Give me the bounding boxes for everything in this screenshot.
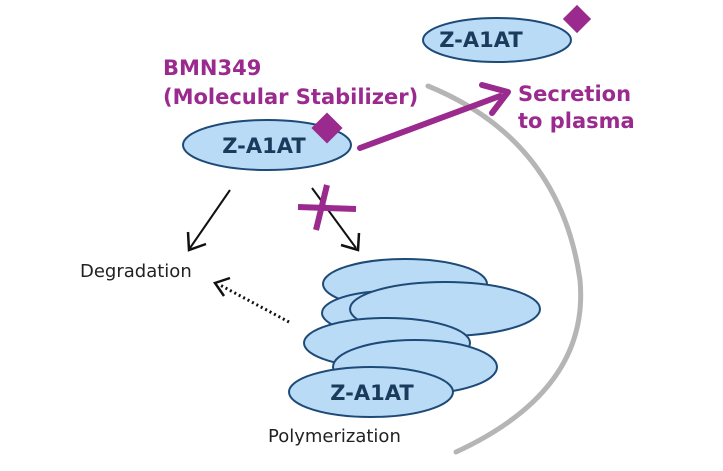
polymer-stack: Z-A1AT	[288, 258, 541, 418]
blocked-polymerization-arrow	[311, 187, 361, 252]
stabilized-molecule: Z-A1AT	[182, 112, 352, 171]
stabilizer-diamond	[562, 4, 592, 34]
cell-membrane-arc	[425, 83, 584, 455]
polymer-molecule-label: Z-A1AT	[330, 381, 414, 405]
degradation-arrow	[186, 189, 231, 252]
degradation-label: Degradation	[80, 261, 192, 282]
stabilizer-diamond	[311, 112, 343, 144]
secretion-label-line1: Secretion	[518, 82, 631, 106]
stabilized-molecule-label: Z-A1AT	[222, 134, 306, 158]
secretion-label-line2: to plasma	[518, 109, 635, 133]
secreted-molecule-label: Z-A1AT	[439, 28, 523, 52]
polymerization-label: Polymerization	[268, 426, 401, 447]
drug-role-label: (Molecular Stabilizer)	[163, 85, 418, 109]
secreted-molecule: Z-A1AT	[422, 4, 592, 63]
polymer-unit	[288, 366, 454, 418]
polymer-degradation-arrow	[213, 276, 290, 324]
secretion-arrow	[357, 82, 511, 151]
drug-name-label: BMN349	[163, 56, 261, 80]
block-cross-icon	[297, 184, 357, 231]
